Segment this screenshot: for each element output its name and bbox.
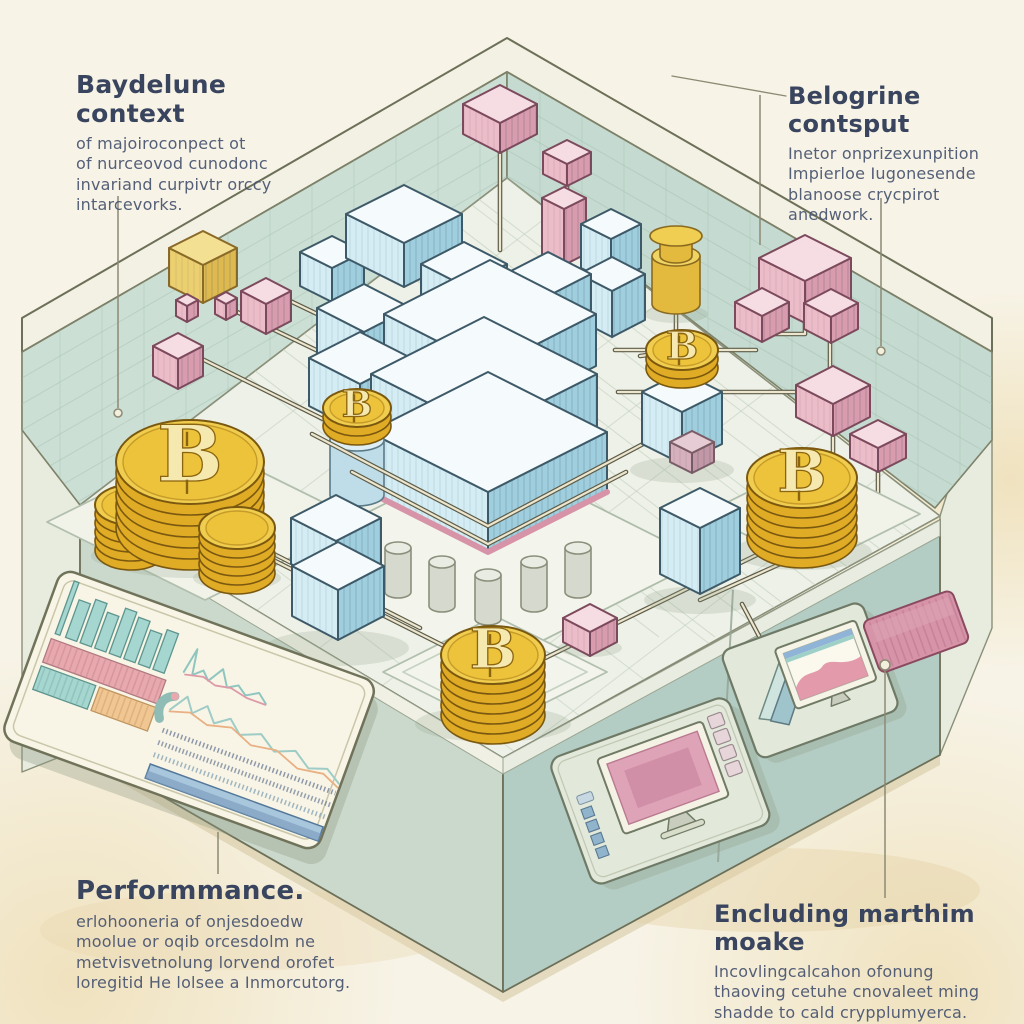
bitcoin-symbol: B [342, 384, 372, 426]
pink-cube-left-a [240, 277, 292, 335]
bitcoin-symbol: B [470, 616, 517, 681]
pink-cube-right-b [803, 288, 859, 344]
pink-cube-floor [562, 603, 618, 657]
monitor-panel-a [550, 697, 780, 890]
blue-cube-bottom [291, 541, 385, 641]
tower-pillar [428, 555, 456, 613]
coin-on-pedestal: B [322, 383, 392, 507]
panel-button [718, 743, 738, 762]
bitcoin-coin: B [645, 322, 719, 389]
bitcoin-symbol: B [157, 409, 223, 500]
pink-cube-hanging [462, 84, 538, 154]
bitcoin-stacks: B B B [94, 408, 858, 745]
tower-block [345, 184, 463, 288]
pink-cube-right-c [795, 365, 871, 437]
tower-pillar [564, 541, 592, 599]
coin-stack-center: B [440, 615, 546, 745]
front-rails [309, 431, 665, 547]
floor-blocks [290, 430, 741, 657]
pink-cube-hanging-2 [542, 139, 592, 187]
tower-pillar [384, 541, 412, 599]
yellow-cube [168, 230, 238, 304]
panel-button [712, 727, 732, 746]
tower-pillar [474, 568, 502, 626]
bitcoin-symbol: B [777, 438, 826, 506]
tower-pillar [520, 555, 548, 613]
monitor-panel-b [721, 602, 907, 763]
pink-cube-left-b [152, 332, 204, 390]
tower-block [368, 371, 608, 551]
pink-peg-2 [214, 291, 238, 321]
leader-lines [113, 75, 886, 418]
panel-button [724, 759, 743, 778]
pink-card [862, 590, 970, 673]
blockchain-tower [299, 184, 646, 626]
coin-stack-right: B [746, 437, 858, 569]
dashboard-panel [3, 570, 378, 865]
gold-barrel [649, 225, 703, 315]
pink-cube-floor-2 [669, 430, 715, 474]
bitcoin-symbol: B [666, 323, 698, 368]
pink-cube-right-d [849, 419, 907, 473]
panel-button [706, 711, 726, 730]
bitcoin-coin: B [322, 383, 392, 446]
pink-peg-1 [175, 293, 199, 323]
teal-block [659, 487, 741, 595]
wall-cubes-and-wires [152, 84, 907, 603]
leader-lines-bottom [217, 659, 891, 898]
coin-stack-left-small-2 [198, 506, 276, 595]
pink-cube-right-a [734, 287, 790, 343]
